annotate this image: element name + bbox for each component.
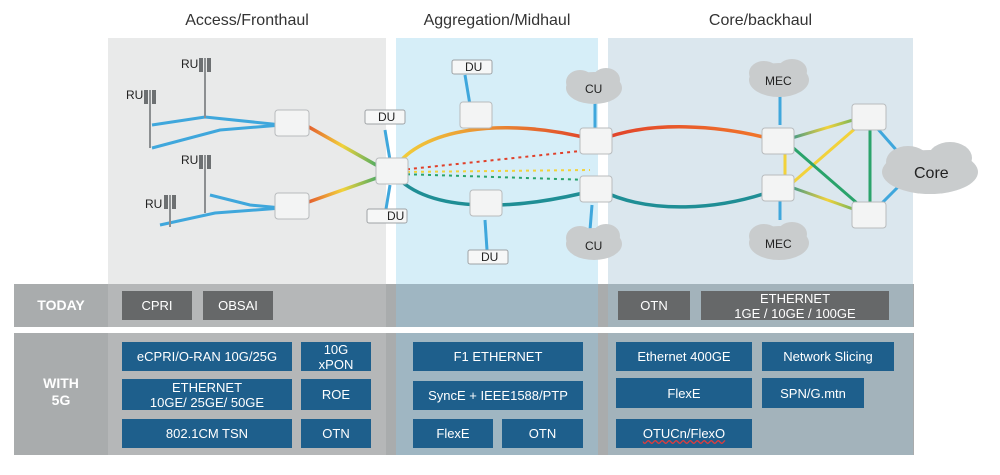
core-label: Core (914, 165, 949, 182)
tag-5g-roe: ROE (301, 379, 371, 410)
tag-5g-ecpri: eCPRI/O-RAN 10G/25G (122, 342, 292, 371)
aggregation-zone (396, 38, 598, 288)
section-title-aggregation: Aggregation/Midhaul (423, 12, 571, 29)
ru-label-3: RU (181, 153, 198, 167)
today-agg-tint (396, 284, 598, 327)
section-title-core: Core/backhaul (708, 12, 813, 29)
router-cu-top (579, 127, 613, 155)
tag-5g-ethernet: ETHERNET 10GE/ 25GE/ 50GE (122, 379, 292, 410)
ru-tower-1 (144, 90, 156, 148)
du-box-1 (364, 109, 406, 125)
section-title-access: Access/Fronthaul (185, 12, 309, 29)
agg-dotted-links (399, 149, 591, 181)
du-box-3 (451, 59, 493, 75)
ru-label-1: RU (126, 88, 143, 102)
ru-tower-4 (164, 195, 176, 227)
core-ring-upper (599, 125, 776, 142)
tag-5g-f1-ethernet: F1 ETHERNET (413, 342, 583, 371)
du-label-4: DU (481, 250, 498, 264)
tag-today-obsai: OBSAI (203, 291, 273, 320)
router-agg-bottom (469, 189, 503, 217)
router-agg-hub (375, 157, 409, 185)
du-box-2 (366, 208, 408, 224)
tag-5g-spn: SPN/G.mtn (762, 378, 864, 408)
agg-ring-upper (393, 126, 596, 169)
access-zone (108, 38, 386, 288)
ru-links (151, 115, 283, 227)
router-core-4 (851, 201, 887, 229)
du-box-4 (467, 249, 509, 265)
cu-label-2: CU (585, 239, 602, 253)
tag-5g-synce: SyncE + IEEE1588/PTP (413, 381, 583, 410)
cloud-mec-top (749, 59, 809, 97)
ru-tower-3 (199, 155, 211, 213)
cloud-cu-top (566, 68, 622, 104)
mec-label-1: MEC (765, 74, 792, 88)
cloud-cu-bottom (566, 224, 622, 260)
cloud-mec-bottom (749, 222, 809, 260)
tag-today-cpri: CPRI (122, 291, 192, 320)
tag-5g-otucn: OTUCn/FlexO (616, 419, 752, 448)
du-label-1: DU (378, 110, 395, 124)
tag-today-ethernet: ETHERNET 1GE / 10GE / 100GE (701, 291, 889, 321)
ru-label-4: RU (145, 197, 162, 211)
mec-label-2: MEC (765, 237, 792, 251)
tag-5g-flexe-agg: FlexE (413, 419, 493, 448)
router-cu-bottom (579, 175, 613, 203)
tag-today-otn: OTN (618, 291, 690, 320)
tag-5g-400ge: Ethernet 400GE (616, 342, 752, 371)
router-core-3 (851, 103, 887, 131)
tag-5g-slicing: Network Slicing (762, 342, 894, 371)
tag-5g-otn-agg: OTN (502, 419, 583, 448)
ru-label-2: RU (181, 57, 198, 71)
router-access-bottom (274, 192, 310, 220)
du-label-3: DU (465, 60, 482, 74)
du-label-2: DU (387, 209, 404, 223)
router-core-2 (761, 174, 795, 202)
tag-5g-tsn: 802.1CM TSN (122, 419, 292, 448)
router-access-top (274, 109, 310, 137)
router-agg-top (459, 101, 493, 129)
with5g-label: WITH 5G (14, 375, 108, 409)
today-label: TODAY (37, 297, 85, 313)
ru-tower-2 (199, 58, 211, 118)
network-diagram: RU RU RU RU DU DU DU DU CU CU MEC MEC Co… (126, 57, 978, 265)
core-ring-lower (599, 188, 776, 209)
cu-label-1: CU (585, 82, 602, 96)
with5g-label-line2: 5G (51, 392, 71, 408)
router-core-1 (761, 127, 795, 155)
tag-5g-flexe-core: FlexE (616, 378, 752, 408)
tag-5g-otn-access: OTN (301, 419, 371, 448)
access-links (299, 120, 386, 207)
tag-5g-xpon: 10G xPON (301, 342, 371, 372)
with5g-label-line1: WITH (43, 375, 79, 391)
cloud-core (882, 142, 978, 194)
